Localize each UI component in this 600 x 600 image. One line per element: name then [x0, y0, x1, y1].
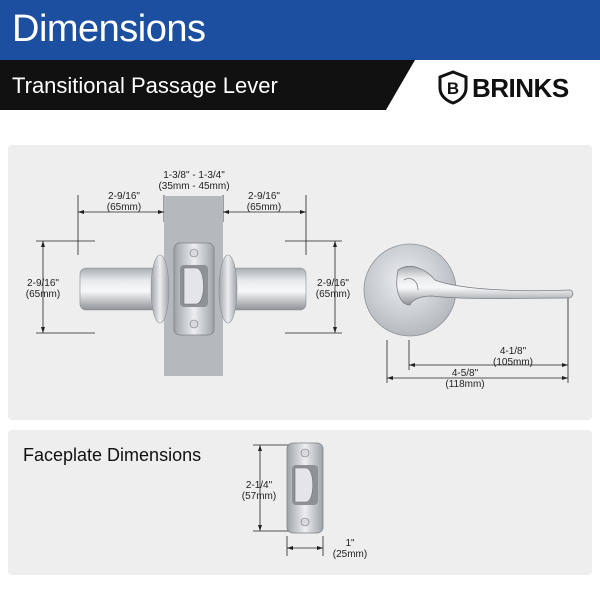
left-knob — [79, 254, 170, 324]
left-height-label: 2-9/16" (65mm) — [20, 278, 66, 300]
right-knob-length-metric: (65mm) — [246, 202, 282, 213]
right-height-metric: (65mm) — [315, 289, 351, 300]
left-knob-length-metric: (65mm) — [106, 202, 142, 213]
faceplate-height-label: 2-1/4" (57mm) — [236, 480, 282, 502]
lever-length-metric: (118mm) — [445, 379, 485, 390]
page-title: Dimensions — [12, 8, 206, 50]
product-title: Transitional Passage Lever — [12, 73, 278, 98]
brand-name: BRINKS — [472, 73, 569, 103]
right-knob — [218, 254, 307, 324]
faceplate-width-imperial: 1" — [345, 538, 355, 549]
badge-letter: B — [447, 79, 459, 98]
faceplate-arrowheads — [258, 445, 323, 550]
right-height-imperial: 2-9/16" — [317, 278, 349, 289]
header-bar: Dimensions — [0, 0, 600, 60]
latch-faceplate — [173, 242, 215, 336]
lever-reach-imperial: 4-1/8" — [499, 346, 527, 357]
faceplate-width-metric: (25mm) — [332, 549, 368, 560]
right-knob-length-label: 2-9/16" (65mm) — [236, 191, 292, 213]
dimension-lines — [36, 195, 569, 383]
left-height-imperial: 2-9/16" — [27, 278, 59, 289]
lever-reach-label: 4-1/8" (105mm) — [488, 346, 538, 368]
right-height-label: 2-9/16" (65mm) — [310, 278, 356, 300]
door-thickness-imperial: 1-3/8" - 1-3/4" — [163, 170, 225, 181]
subheader-bar: Transitional Passage Lever — [0, 60, 415, 110]
faceplate-height-metric: (57mm) — [241, 491, 277, 502]
lever-length-imperial: 4-5/8" — [451, 368, 479, 379]
faceplate-title: Faceplate Dimensions — [23, 445, 202, 465]
door-thickness-metric: (35mm - 45mm) — [158, 181, 230, 192]
lever-length-label: 4-5/8" (118mm) — [440, 368, 490, 390]
lever-handle — [363, 243, 574, 337]
faceplate-width-label: 1" (25mm) — [330, 538, 370, 560]
left-height-metric: (65mm) — [25, 289, 61, 300]
left-knob-length-imperial: 2-9/16" — [108, 191, 140, 202]
right-knob-length-imperial: 2-9/16" — [248, 191, 280, 202]
lever-reach-metric: (105mm) — [492, 357, 533, 368]
door-thickness-label: 1-3/8" - 1-3/4" (35mm - 45mm) — [146, 170, 242, 192]
shield-icon: B — [438, 70, 468, 105]
arrowheads — [41, 210, 568, 380]
left-knob-length-label: 2-9/16" (65mm) — [96, 191, 152, 213]
faceplate-height-imperial: 2-1/4" — [245, 480, 273, 491]
brinks-logo: B BRINKS — [436, 70, 576, 105]
faceplate — [286, 442, 324, 534]
